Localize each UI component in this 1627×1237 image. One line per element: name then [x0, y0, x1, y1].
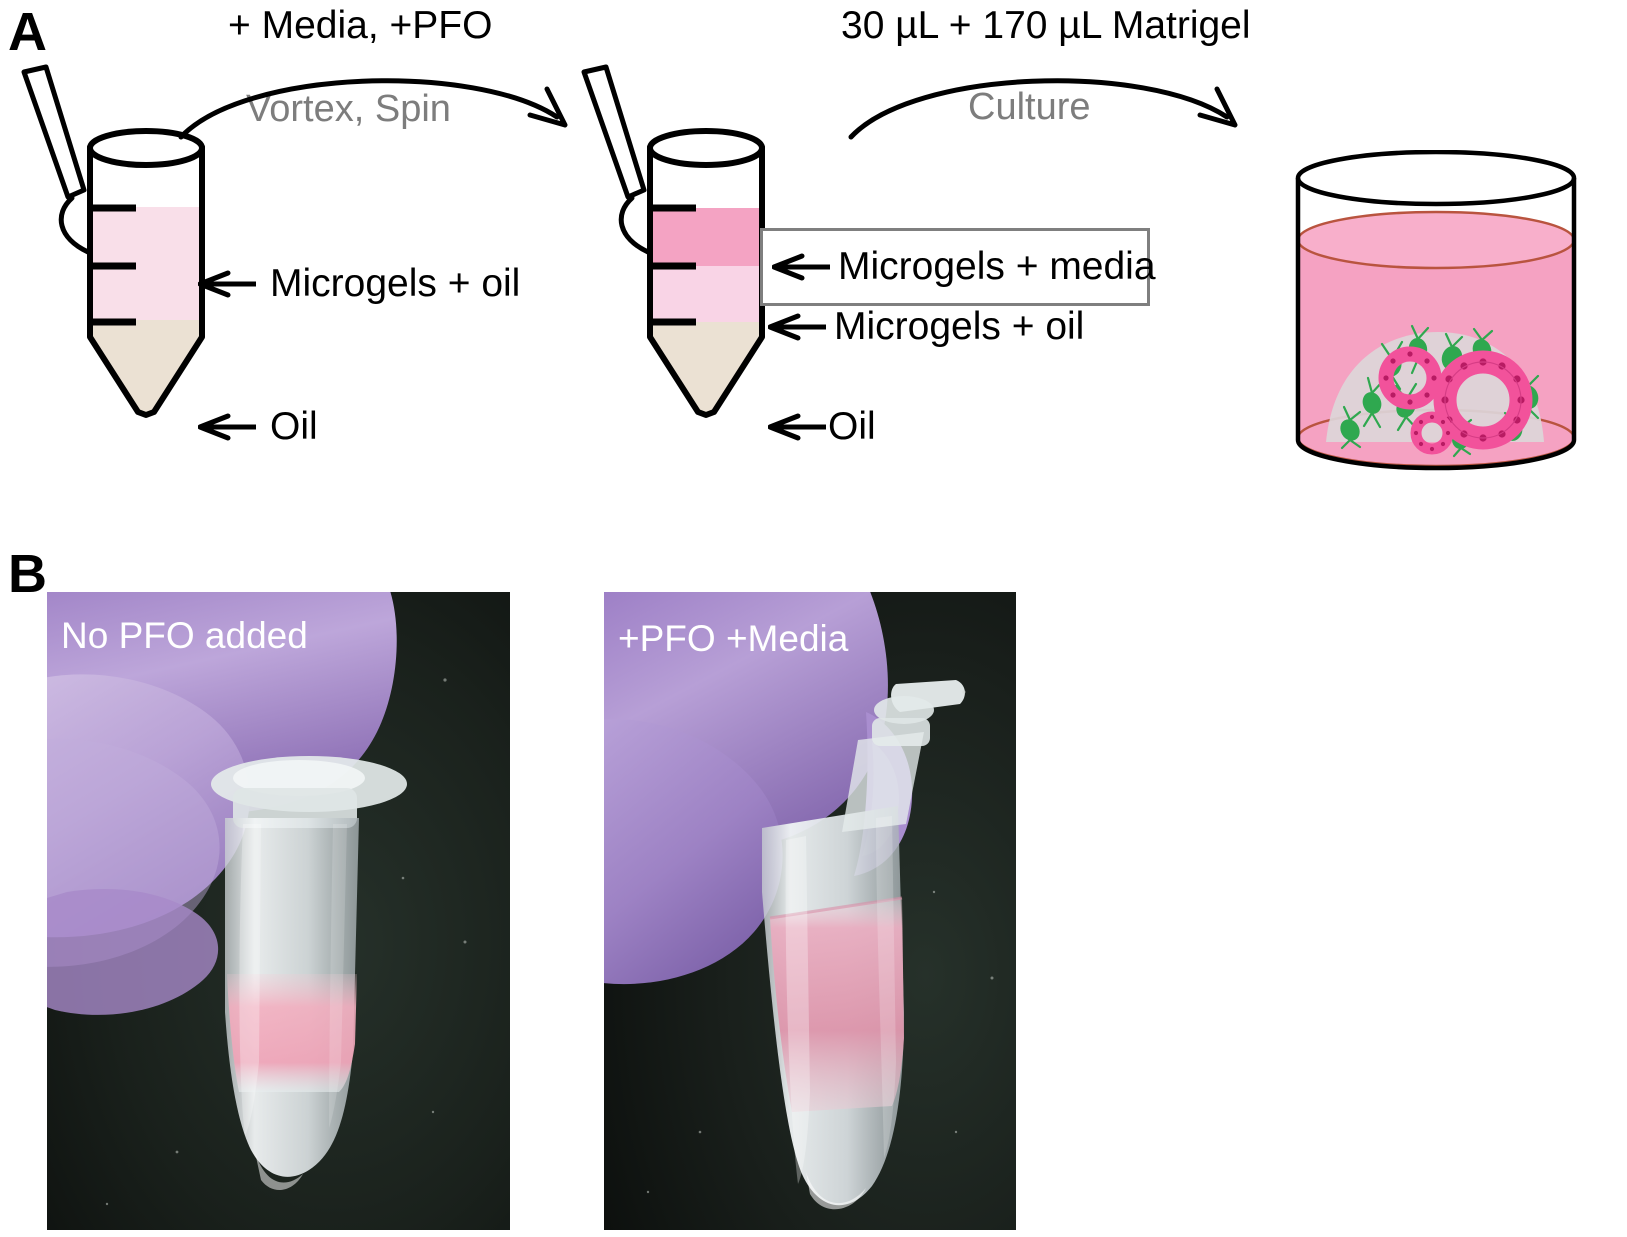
open-flip-cap-icon — [21, 64, 91, 255]
glove-lower-finger — [604, 719, 783, 985]
tube-contents-band — [227, 974, 357, 1092]
annotation-oil-label-2: Oil — [828, 405, 876, 448]
photo-pfo-media-caption: +PFO +Media — [618, 618, 849, 659]
annotation-microgels-media-label: Microgels + media — [838, 245, 1156, 288]
annotation-oil-arrow-icon — [198, 413, 256, 441]
tube-graduation-ticks — [650, 204, 696, 326]
step-1-top-label: + Media, +PFO — [228, 4, 493, 47]
annotation-oil-arrow-icon-2 — [768, 413, 826, 441]
organoid-small — [1410, 411, 1454, 455]
culture-well — [1295, 150, 1577, 471]
microgels-oil-layer — [650, 266, 762, 322]
tube-body-outline — [87, 144, 205, 418]
annotation-microgels-oil-arrow-icon-2 — [768, 313, 826, 341]
well-wall — [1295, 178, 1577, 471]
step-1-arrow-icon — [178, 78, 568, 140]
tube-rim-icon — [647, 128, 765, 168]
photo-pfo-media: +PFO +Media — [604, 592, 1016, 1230]
annotation-microgels-media-arrow-icon — [772, 253, 830, 281]
tube-body-outline — [647, 144, 765, 418]
step-2-top-label: 30 µL + 170 µL Matrigel — [841, 4, 1251, 47]
tube-rim-icon — [87, 128, 205, 168]
tube-before-pfo — [21, 64, 205, 418]
glove-lower-finger — [47, 674, 250, 938]
microgels-media-layer — [650, 208, 762, 266]
medium-surface — [1298, 210, 1574, 270]
photo-no-pfo: No PFO added — [47, 592, 510, 1230]
tube-after-pfo — [581, 64, 765, 418]
step-2-sub-label: Culture — [968, 86, 1091, 128]
annotation-microgels-oil-label: Microgels + oil — [270, 262, 521, 305]
photo-no-pfo-caption: No PFO added — [61, 615, 308, 656]
annotation-microgels-media-box — [760, 228, 1150, 306]
annotation-microgels-oil-arrow-icon — [198, 270, 256, 298]
oil-layer — [90, 320, 202, 415]
step-2-arrow-icon — [848, 78, 1238, 140]
tube-graduation-ticks — [90, 204, 136, 326]
tube-contents-band — [770, 898, 904, 1112]
open-flip-cap-icon — [581, 64, 651, 255]
panel-letter-a: A — [8, 2, 47, 62]
glove-shadow-fold — [47, 888, 218, 1015]
step-1-sub-label: Vortex, Spin — [246, 88, 451, 130]
well-top-rim — [1295, 150, 1577, 207]
annotation-microgels-oil-label-2: Microgels + oil — [834, 305, 1085, 348]
panel-letter-b: B — [8, 544, 47, 604]
organoid-medium — [1378, 346, 1442, 410]
organoid-large — [1433, 350, 1533, 450]
annotation-oil-label: Oil — [270, 405, 318, 448]
